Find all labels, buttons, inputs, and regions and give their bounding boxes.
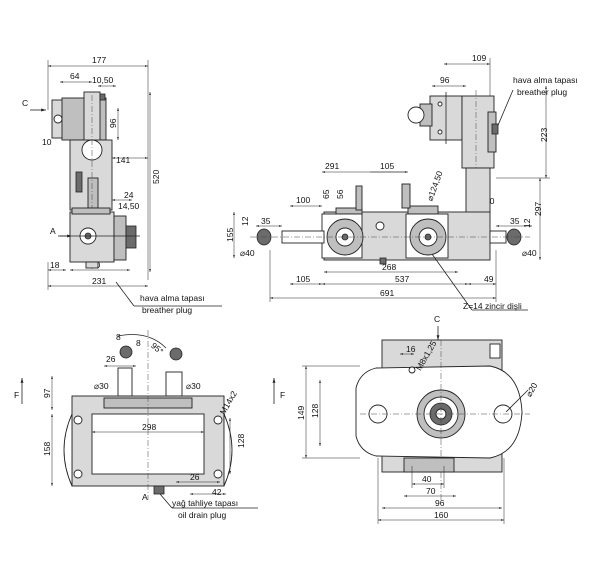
dim-64: 64 [70,71,80,81]
plan-view: F 8 8 95° 26 ⌀30 ⌀30 M14x2 298 97 [14,330,276,520]
dim-537: 537 [395,274,409,284]
drain-note-en: oil drain plug [178,510,226,520]
dim-105-bottom: 105 [296,274,310,284]
mark-f-left: F [14,390,19,400]
dim-d20: ⌀20 [524,381,540,399]
dim-49: 49 [484,274,494,284]
dim-26-top: 26 [106,354,116,364]
dim-35-left: 35 [261,216,271,226]
dim-42: 42 [212,487,222,497]
breather-note-en: breather plug [142,305,192,315]
dim-141: 141 [116,155,130,165]
dim-65: 65 [321,189,331,199]
dim-8a: 8 [116,332,121,342]
dim-d40-left: ⌀40 [240,248,255,258]
dim-160: 160 [434,510,448,520]
dim-26-bottom: 26 [190,472,200,482]
dim-10-50: 10,50 [92,75,114,85]
dim-297: 297 [533,202,543,216]
dim-12-right: 12 [522,218,532,228]
dim-291: 291 [325,161,339,171]
dim-149: 149 [296,406,306,420]
dim-24: 24 [124,190,134,200]
dim-97: 97 [42,388,52,398]
dim-96-flange: 96 [435,498,445,508]
dim-223: 223 [539,128,549,142]
dim-40: 40 [422,474,432,484]
dim-109: 109 [472,53,486,63]
breather-note-tr: hava alma tapası [140,293,205,303]
dim-177: 177 [92,55,106,65]
dim-d30b: ⌀30 [186,381,201,391]
dim-128-flange: 128 [310,404,320,418]
front-breather-tr: hava alma tapası [513,75,578,85]
dim-d30a: ⌀30 [94,381,109,391]
dim-14-50: 14,50 [118,201,140,211]
section-mark-a: A [50,226,56,236]
mark-a: A [142,492,148,502]
front-view: 109 96 hava alma tapası breather plug 22… [225,53,578,311]
dim-8b: 8 [136,338,141,348]
dim-10: 10 [42,137,52,147]
dim-691: 691 [380,288,394,298]
dim-96: 96 [440,75,450,85]
dim-155: 155 [225,228,235,242]
section-mark-c: C [22,98,28,108]
dim-56: 56 [335,189,345,199]
dim-70: 70 [426,486,436,496]
dim-18: 18 [50,260,60,270]
side-view: 177 64 10,50 96 10 141 520 24 14,50 18 1… [22,55,222,315]
mark-f-right: F [280,390,285,400]
front-breather-en: breather plug [517,87,567,97]
dim-100: 100 [296,195,310,205]
dim-d40-right: ⌀40 [522,248,537,258]
dim-128: 128 [236,434,246,448]
dim-96: 96 [108,118,118,128]
dim-231: 231 [92,276,106,286]
dim-105-top: 105 [380,161,394,171]
dim-158: 158 [42,442,52,456]
flange-view: C F 16 M8x1,25 ⌀20 149 128 40 [280,314,540,524]
dim-520: 520 [151,170,161,184]
sprocket-note: Z=14 zincir dişli [463,301,522,311]
mark-c: C [434,314,440,324]
dim-d124-50: ⌀124,50 [425,169,445,202]
dim-268: 268 [382,262,396,272]
dim-16: 16 [406,344,416,354]
drain-note-tr: yağ tahliye tapası [172,498,238,508]
dim-298: 298 [142,422,156,432]
dim-12-left: 12 [240,216,250,226]
angle-95: 95° [149,340,165,356]
dim-35-right: 35 [510,216,520,226]
